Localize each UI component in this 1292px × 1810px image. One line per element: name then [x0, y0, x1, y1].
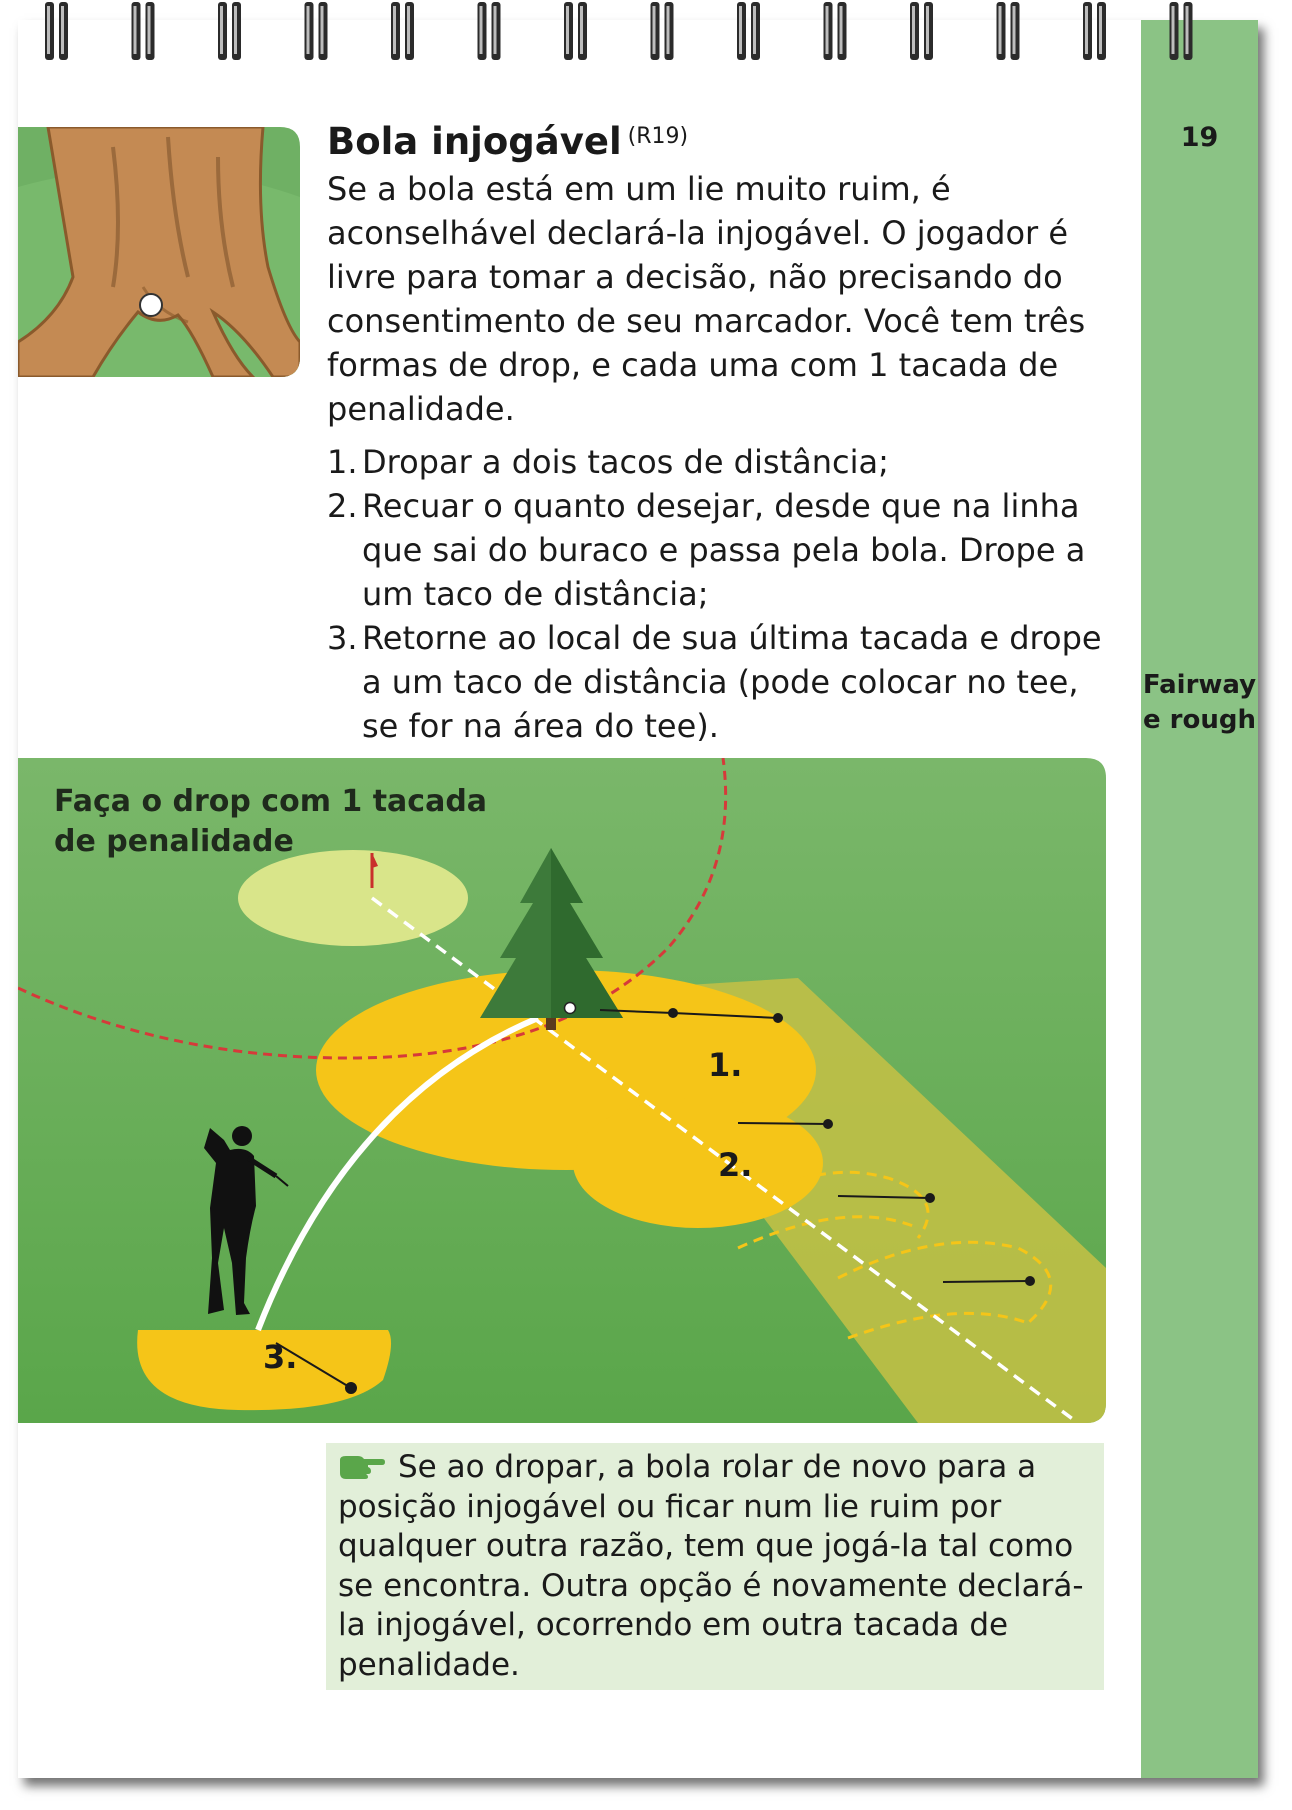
list-number: 2. — [327, 487, 358, 525]
golfer-icon — [204, 1126, 289, 1315]
binding-ring — [391, 2, 414, 60]
list-number: 3. — [327, 619, 358, 657]
binding-ring — [650, 2, 674, 60]
zone-label-2: 2. — [718, 1146, 752, 1184]
pointing-hand-icon — [340, 1456, 385, 1479]
note-text: Se ao dropar, a bola rolar de novo para … — [338, 1449, 1084, 1683]
binding-ring — [218, 2, 241, 60]
section-tab-line-2: e rough — [1142, 705, 1256, 735]
golf-ball-icon — [139, 293, 163, 317]
drop-zone-3 — [137, 1330, 392, 1411]
illustration-caption: Faça o drop com 1 tacada de penalidade — [54, 784, 488, 859]
list-text: Retorne ao local de sua última tacada e … — [362, 619, 1102, 745]
drop-options-list: 1. Dropar a dois tacos de distância; 2. … — [327, 440, 1117, 748]
drop-arcs — [737, 1170, 1053, 1340]
note-box — [326, 1443, 1104, 1690]
golf-ball-icon — [563, 1001, 577, 1015]
list-text: Recuar o quanto desejar, desde que na li… — [362, 487, 1086, 613]
zone-label-1: 1. — [708, 1046, 742, 1084]
shot-trajectory — [255, 1015, 540, 1332]
hole-to-ball-line — [370, 896, 1080, 1423]
list-item: 2. Recuar o quanto desejar, desde que na… — [327, 484, 1117, 616]
binding-ring — [1083, 2, 1106, 60]
page-number: 19 — [1180, 122, 1219, 153]
club-length-markers — [275, 1008, 1035, 1394]
rule-title-text: Bola injogável — [327, 120, 622, 163]
section-tab-line-1: Fairway — [1142, 670, 1257, 700]
two-club-boundary — [18, 758, 728, 1060]
zone-label-3: 3. — [263, 1338, 297, 1376]
binding-ring — [131, 2, 155, 60]
list-text: Dropar a dois tacos de distância; — [362, 443, 889, 481]
rule-reference: (R19) — [627, 124, 689, 149]
note-text-block: Se ao dropar, a bola rolar de novo para … — [338, 1448, 1098, 1685]
spiral-binding — [45, 2, 1193, 60]
tree-roots-thumbnail — [18, 127, 300, 377]
rule-title: Bola injogável(R19) — [327, 120, 688, 163]
binding-ring — [45, 2, 68, 60]
section-tab[interactable]: Fairway e rough — [1141, 668, 1258, 738]
putting-green — [238, 850, 468, 946]
list-item: 3. Retorne ao local de sua última tacada… — [327, 616, 1117, 748]
binding-ring — [996, 2, 1020, 60]
list-item: 1. Dropar a dois tacos de distância; — [327, 440, 1117, 484]
drop-zone-2 — [573, 1098, 823, 1228]
binding-ring — [910, 2, 933, 60]
binding-ring — [1169, 2, 1193, 60]
binding-ring — [823, 2, 847, 60]
drop-options-illustration: 1. 2. 3. — [18, 758, 1106, 1423]
section-sidebar — [1141, 20, 1258, 1778]
tree-icon — [480, 848, 623, 1030]
binding-ring — [304, 2, 328, 60]
binding-ring — [564, 2, 587, 60]
binding-ring — [737, 2, 760, 60]
binding-ring — [477, 2, 501, 60]
list-number: 1. — [327, 443, 358, 481]
rule-intro: Se a bola está em um lie muito ruim, é a… — [327, 170, 1086, 428]
